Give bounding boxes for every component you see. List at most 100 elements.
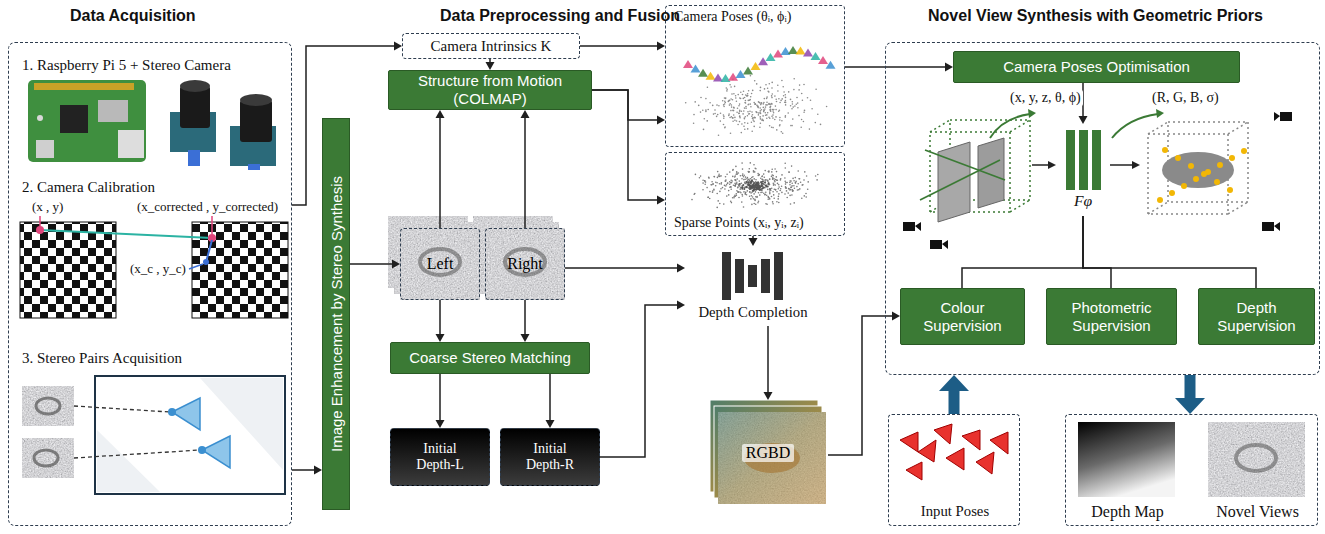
point xyxy=(780,100,782,102)
stereo-pairs-figure xyxy=(168,408,176,416)
connector xyxy=(1083,216,1256,288)
stereo-camera xyxy=(188,150,200,166)
point xyxy=(767,198,769,200)
point xyxy=(749,111,751,113)
output-images xyxy=(1236,445,1276,471)
point xyxy=(743,191,745,193)
point xyxy=(785,100,787,102)
point xyxy=(785,102,787,104)
camera-frustum xyxy=(706,72,716,80)
point xyxy=(748,100,750,102)
point xyxy=(713,113,715,115)
point xyxy=(788,91,790,93)
point xyxy=(781,98,783,100)
point xyxy=(789,189,791,191)
point xyxy=(785,183,787,185)
point xyxy=(792,191,794,193)
point xyxy=(758,192,760,194)
point xyxy=(792,103,794,105)
point xyxy=(769,190,771,192)
point xyxy=(743,176,745,178)
point xyxy=(748,179,750,181)
point xyxy=(744,128,746,130)
point xyxy=(791,108,793,110)
stereo-pairs-figure xyxy=(172,398,200,430)
radiance-field-figure xyxy=(930,120,950,132)
point xyxy=(736,172,738,174)
point xyxy=(772,178,774,180)
radiance-field-figure xyxy=(1241,148,1247,154)
point xyxy=(747,179,749,181)
point xyxy=(733,110,735,112)
node-text: Camera Poses Optimisation xyxy=(1003,58,1190,76)
point xyxy=(733,197,735,199)
point xyxy=(763,103,765,105)
point xyxy=(743,175,745,177)
radiance-field-figure xyxy=(1010,120,1030,132)
point xyxy=(739,189,741,191)
point xyxy=(762,179,764,181)
point xyxy=(796,104,798,106)
point xyxy=(771,95,773,97)
point xyxy=(796,97,798,99)
point xyxy=(803,121,805,123)
point xyxy=(800,181,802,183)
node-text: Colour Supervision xyxy=(907,299,1018,335)
point xyxy=(793,180,795,182)
calibration-checkerboard xyxy=(36,226,44,234)
point xyxy=(762,119,764,121)
point xyxy=(765,115,767,117)
point xyxy=(765,84,767,86)
point xyxy=(760,188,762,190)
arrowhead xyxy=(1175,398,1205,414)
panel-border xyxy=(8,42,292,526)
connector xyxy=(439,374,441,421)
point xyxy=(725,102,727,104)
point xyxy=(779,102,781,104)
point xyxy=(765,192,767,194)
arrowhead xyxy=(436,334,445,342)
stereo-camera xyxy=(240,94,272,106)
point xyxy=(755,189,757,191)
point xyxy=(745,102,747,104)
point xyxy=(765,112,767,114)
point xyxy=(752,190,754,192)
point xyxy=(711,184,713,186)
point xyxy=(709,198,711,200)
point xyxy=(747,128,749,130)
point xyxy=(748,113,750,115)
point xyxy=(726,88,728,90)
point xyxy=(764,88,766,90)
point xyxy=(712,192,714,194)
point xyxy=(792,178,794,180)
point xyxy=(739,180,741,182)
point xyxy=(755,111,757,113)
point xyxy=(754,117,756,119)
point xyxy=(771,116,773,118)
camera-frustum xyxy=(758,57,768,65)
connector xyxy=(592,90,658,120)
point xyxy=(724,126,726,128)
point xyxy=(729,186,731,188)
point xyxy=(702,189,704,191)
point xyxy=(775,179,777,181)
point xyxy=(772,203,774,205)
point xyxy=(761,183,763,185)
point xyxy=(815,122,817,124)
point xyxy=(720,112,722,114)
point xyxy=(741,186,743,188)
stereo-camera xyxy=(170,80,276,170)
radiance-field-figure xyxy=(1156,109,1164,118)
point xyxy=(767,196,769,198)
node-text: 3. Stereo Pairs Acquisition xyxy=(22,350,182,367)
point xyxy=(720,188,722,190)
point xyxy=(787,112,789,114)
point xyxy=(773,197,775,199)
point xyxy=(764,180,766,182)
node-text: Initial Depth-L xyxy=(405,441,475,473)
point xyxy=(747,184,749,186)
point xyxy=(767,189,769,191)
point xyxy=(753,102,755,104)
point xyxy=(698,105,700,107)
